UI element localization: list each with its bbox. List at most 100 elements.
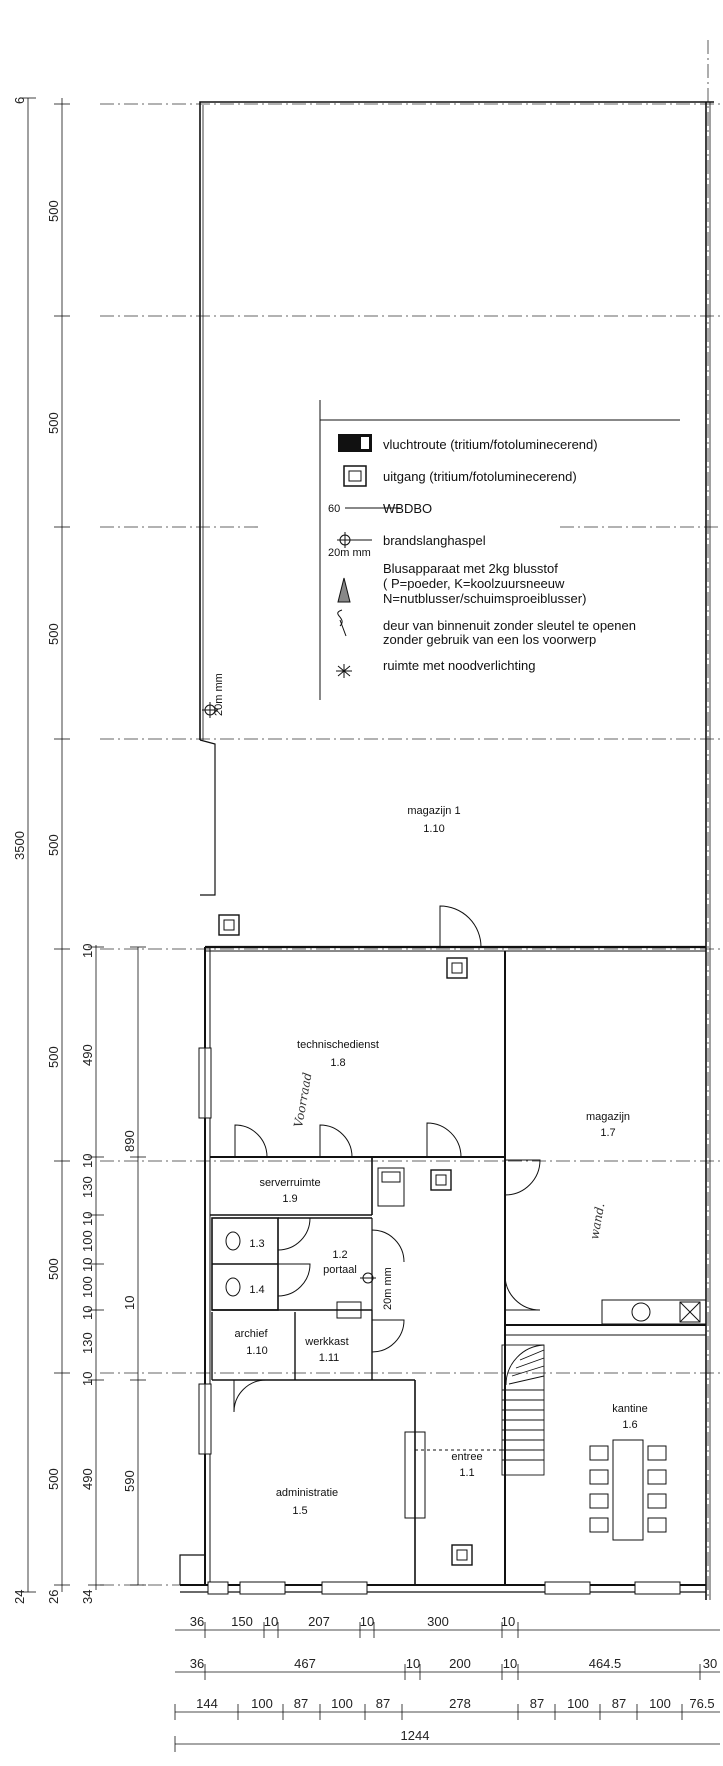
dim-inner-13: 34 (80, 1590, 95, 1604)
windows (198, 1047, 681, 1595)
legend-hose-size: 20m mm (328, 547, 371, 559)
dim-inner-3: 10 (80, 1154, 95, 1168)
legend-uitgang: uitgang (tritium/fotoluminecerend) (383, 469, 577, 484)
room-labels: magazijn 1 1.10 technischedienst 1.8 mag… (234, 805, 647, 1517)
dim-inner-9: 10 (80, 1306, 95, 1320)
room-kantine-num: 1.6 (622, 1419, 637, 1431)
extinguisher-icon (337, 577, 351, 603)
dim-b3-3: 87 (294, 1696, 308, 1711)
dim-bottom-24: 24 (12, 1590, 27, 1604)
legend-wbdbo: WBDBO (383, 501, 432, 516)
dim-b3-9: 87 (612, 1696, 626, 1711)
exit-signs (218, 914, 473, 1566)
room-administratie-num: 1.5 (292, 1505, 307, 1517)
dim-grid-3: 500 (46, 623, 61, 645)
dim-grid-1: 500 (46, 200, 61, 222)
dim-grid-4: 500 (46, 834, 61, 856)
dim-b2-2: 467 (294, 1656, 316, 1671)
legend-vluchtroute: vluchtroute (tritium/fotoluminecerend) (383, 437, 598, 452)
room-entree-num: 1.1 (459, 1467, 474, 1479)
dim-b2-3: 10 (406, 1656, 420, 1671)
dim-top-6: 6 (12, 97, 27, 104)
dim-inner-7: 10 (80, 1258, 95, 1272)
grid-lines (100, 40, 720, 1600)
dim-inner-6: 100 (80, 1230, 95, 1252)
dim-inner-4: 130 (80, 1176, 95, 1198)
legend: vluchtroute (tritium/fotoluminecerend) u… (319, 400, 680, 700)
legend-wbdbo-num: 60 (328, 503, 340, 515)
room-serverruimte-num: 1.9 (282, 1193, 297, 1205)
hose-reel-icons (202, 702, 376, 1284)
legend-deur-1: deur van binnenuit zonder sleutel te ope… (383, 618, 636, 633)
dim-b1-1: 36 (190, 1614, 204, 1629)
bottom-dim-row-1: 36 150 10 207 10 300 10 (190, 1614, 515, 1629)
room-magazijn1-num: 1.10 (423, 823, 444, 835)
dim-grid-6: 500 (46, 1258, 61, 1280)
dim-b3-4: 100 (331, 1696, 353, 1711)
dim-b3-11: 76.5 (689, 1696, 714, 1711)
dim-b2-6: 464.5 (589, 1656, 622, 1671)
dim-bottom-total: 1244 (401, 1728, 430, 1743)
dim-b2-1: 36 (190, 1656, 204, 1671)
staircase (501, 1344, 545, 1476)
room-magazijn-num: 1.7 (600, 1127, 615, 1139)
dim-grid-5: 500 (46, 1046, 61, 1068)
room-kantine-name: kantine (612, 1403, 647, 1415)
dim-inner2-2: 10 (122, 1296, 137, 1310)
dim-inner-1: 10 (80, 944, 95, 958)
dim-b3-1: 144 (196, 1696, 218, 1711)
room-entree-name: entree (451, 1451, 482, 1463)
dim-inner2-3: 590 (122, 1470, 137, 1492)
dim-b1-5: 10 (360, 1614, 374, 1629)
room-technischedienst-name: technischedienst (297, 1039, 379, 1051)
dim-inner-2: 490 (80, 1044, 95, 1066)
dim-b1-7: 10 (501, 1614, 515, 1629)
uitgang-icon (343, 465, 367, 487)
room-13-num: 1.3 (249, 1238, 264, 1250)
bottom-dimension-lines (174, 1622, 720, 1752)
room-serverruimte-name: serverruimte (259, 1177, 320, 1189)
dim-b3-8: 100 (567, 1696, 589, 1711)
dim-b1-6: 300 (427, 1614, 449, 1629)
room-archief-name: archief (234, 1328, 268, 1340)
legend-deur-2: zonder gebruik van een los voorwerp (383, 632, 596, 647)
legend-blus-3: N=nutblusser/schuimsproeiblusser) (383, 591, 586, 606)
dim-inner2-1: 890 (122, 1130, 137, 1152)
dim-b3-5: 87 (376, 1696, 390, 1711)
bottom-dim-row-3: 144 100 87 100 87 278 87 100 87 100 76.5 (196, 1696, 715, 1711)
dim-b3-7: 87 (530, 1696, 544, 1711)
dim-grid-2: 500 (46, 412, 61, 434)
room-werkkast-name: werkkast (304, 1336, 348, 1348)
dim-b3-10: 100 (649, 1696, 671, 1711)
room-14-num: 1.4 (249, 1284, 264, 1296)
dim-total-height: 3500 (12, 831, 27, 860)
hose-label-mid: 20m mm (382, 1267, 394, 1310)
doors (233, 905, 541, 1413)
dim-inner-11: 10 (80, 1372, 95, 1386)
room-administratie-name: administratie (276, 1487, 338, 1499)
dim-b1-2: 150 (231, 1614, 253, 1629)
dim-b3-2: 100 (251, 1696, 273, 1711)
dim-inner-12: 490 (80, 1468, 95, 1490)
walls (179, 101, 714, 1600)
dim-inner-5: 10 (80, 1212, 95, 1226)
dim-b2-5: 10 (503, 1656, 517, 1671)
room-magazijn1-name: magazijn 1 (407, 805, 460, 817)
handwritten-vertical-note: Voorraad (291, 1071, 314, 1128)
room-archief-num: 1.10 (246, 1345, 267, 1357)
dim-b2-4: 200 (449, 1656, 471, 1671)
dim-b1-4: 207 (308, 1614, 330, 1629)
legend-blus-1: Blusapparaat met 2kg blusstof (383, 561, 558, 576)
emergency-light-icon (336, 664, 352, 678)
room-portaal-num: 1.2 (332, 1249, 347, 1261)
dim-inner-8: 100 (80, 1276, 95, 1298)
dim-bottom-26: 26 (46, 1590, 61, 1604)
furniture (225, 1167, 707, 1541)
handwritten-magazijn-note: wand. (587, 1202, 607, 1241)
room-technischedienst-num: 1.8 (330, 1057, 345, 1069)
room-werkkast-num: 1.11 (319, 1352, 340, 1364)
legend-brandslang: brandslanghaspel (383, 533, 486, 548)
hose-label-upper: 20m mm (213, 673, 225, 716)
dim-b1-3: 10 (264, 1614, 278, 1629)
